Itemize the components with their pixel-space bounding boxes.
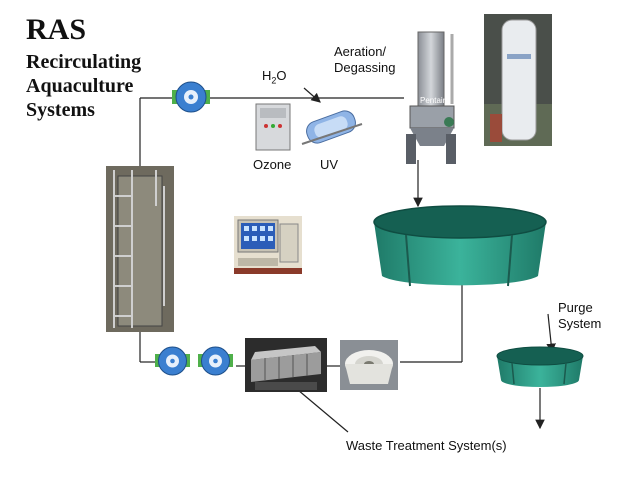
- purge-tank-icon: [496, 346, 584, 387]
- computer-monitor-icon: [234, 216, 302, 274]
- bead-filter-icon: [106, 166, 174, 332]
- pump-icon: [155, 346, 190, 376]
- pump-icon: [198, 346, 233, 376]
- uv-sterilizer-icon: [301, 110, 363, 145]
- pump-icon: [172, 81, 210, 113]
- aeration-label-line-2: Degassing: [334, 60, 396, 75]
- h2o-label: H2O: [262, 68, 287, 89]
- flow-lines: [139, 87, 556, 433]
- h2o-label-sub: 2: [271, 75, 277, 86]
- title-line-1: Recirculating: [26, 51, 142, 73]
- ozone-generator-icon: [255, 103, 291, 151]
- purge-label-line-2: System: [558, 316, 602, 331]
- h2o-label-end: O: [276, 68, 287, 83]
- aeration-label: Aeration/ Degassing: [334, 44, 395, 76]
- uv-label: UV: [320, 157, 339, 172]
- title-line-2: Aquaculture: [26, 75, 134, 97]
- title-subtitle: Recirculating Aquaculture Systems: [26, 50, 166, 122]
- ozone-label: Ozone: [253, 157, 292, 172]
- purge-arrow-in: [546, 313, 556, 354]
- swirl-separator-icon: [340, 340, 398, 390]
- oxygen-tank-icon: [484, 14, 552, 146]
- drum-filter-icon: [245, 338, 327, 392]
- purge-label: Purge System: [558, 300, 601, 332]
- h2o-label-main: H: [262, 68, 272, 83]
- title-line-3: Systems: [26, 99, 95, 121]
- aeration-label-line-1: Aeration/: [334, 44, 387, 59]
- waste-pointer: [297, 389, 349, 433]
- pentair-label: Pentair: [420, 96, 446, 105]
- degassing-tower-icon: [404, 24, 456, 164]
- purge-label-line-1: Purge: [558, 300, 593, 315]
- waste-label: Waste Treatment System(s): [346, 438, 507, 453]
- h2o-arrow: [303, 87, 321, 103]
- culture-tank-icon: [373, 205, 547, 287]
- title-main: RAS: [26, 13, 87, 46]
